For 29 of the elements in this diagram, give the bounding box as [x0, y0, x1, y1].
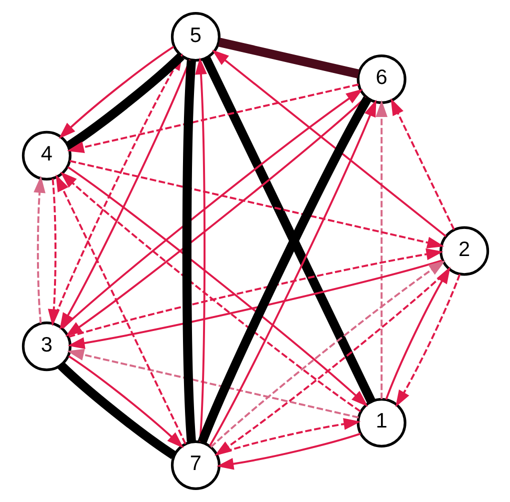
node-circle: 6: [356, 54, 406, 104]
node-circle: 3: [21, 322, 71, 372]
arrow: [212, 50, 446, 238]
node-circle: 7: [170, 440, 220, 490]
connector: [182, 60, 196, 442]
arrow: [66, 348, 358, 418]
node-circle: 4: [21, 130, 71, 180]
node-circle: 1: [356, 398, 406, 448]
arrow: [216, 432, 360, 470]
arrow: [59, 59, 190, 330]
arrow: [67, 260, 442, 349]
node-circle: 2: [439, 226, 489, 276]
arrow: [55, 174, 186, 444]
arrow: [66, 84, 358, 154]
arrow: [68, 355, 184, 448]
connector: [201, 56, 375, 404]
arrow: [194, 57, 206, 442]
node-circle: 5: [170, 12, 220, 62]
arrow: [47, 178, 60, 326]
arrow: [390, 98, 454, 230]
arrow: [216, 418, 360, 456]
arrow: [58, 46, 174, 139]
arrow: [33, 176, 45, 324]
connector: [57, 362, 176, 460]
arrow: [68, 248, 443, 338]
connector: [218, 38, 359, 78]
arrow: [69, 160, 444, 248]
arrow: [395, 274, 460, 408]
arrow: [375, 100, 388, 400]
